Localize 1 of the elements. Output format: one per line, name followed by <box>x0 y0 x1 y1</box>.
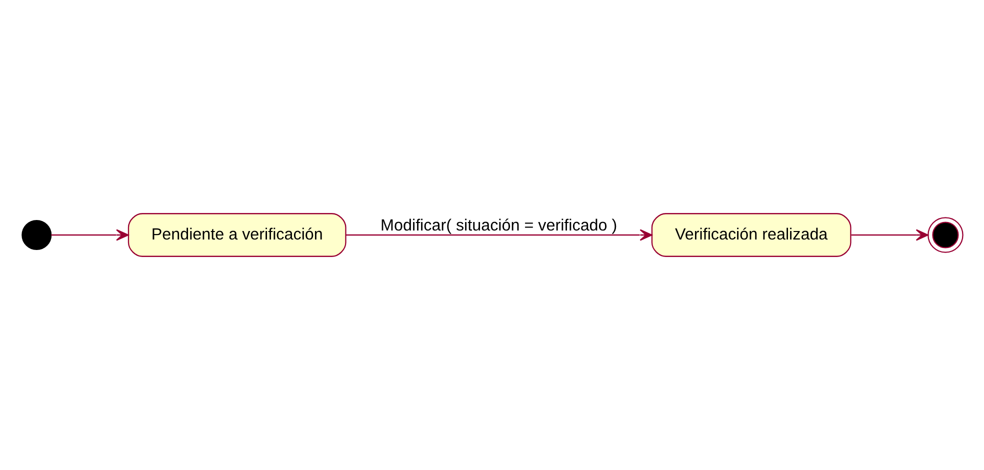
edge-label: Modificar( situación = verificado ) <box>380 216 617 235</box>
